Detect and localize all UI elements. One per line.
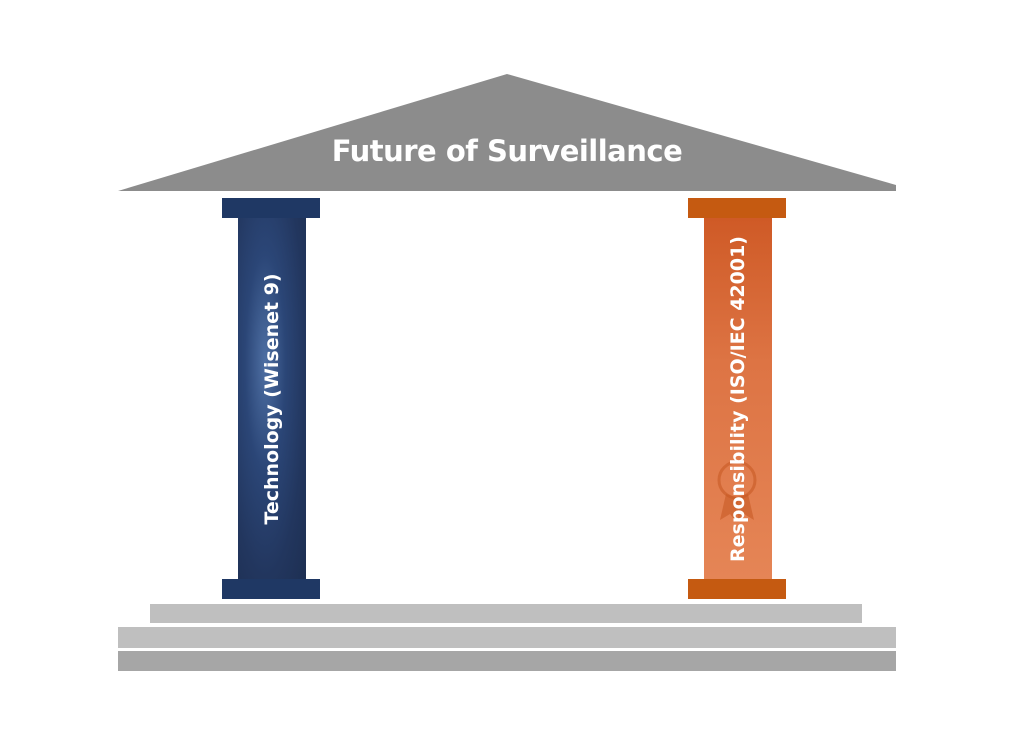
- right-pillar-label: Responsibility (ISO/IEC 42001): [727, 235, 749, 562]
- roof: [118, 74, 896, 191]
- left-pillar-base: [222, 579, 320, 599]
- right-pillar-top-cap: [688, 198, 786, 218]
- left-pillar-technology: Technology (Wisenet 9): [238, 218, 306, 579]
- bottom-step: [118, 651, 896, 671]
- left-pillar-top-cap: [222, 198, 320, 218]
- middle-step: [118, 627, 896, 648]
- award-ribbon-icon: [717, 460, 757, 522]
- roof-title: Future of Surveillance: [331, 134, 683, 168]
- right-pillar-responsibility: Responsibility (ISO/IEC 42001): [704, 218, 772, 579]
- right-pillar-base: [688, 579, 786, 599]
- roof-triangle: [118, 74, 896, 191]
- left-pillar-label: Technology (Wisenet 9): [261, 272, 283, 525]
- top-step: [150, 604, 862, 623]
